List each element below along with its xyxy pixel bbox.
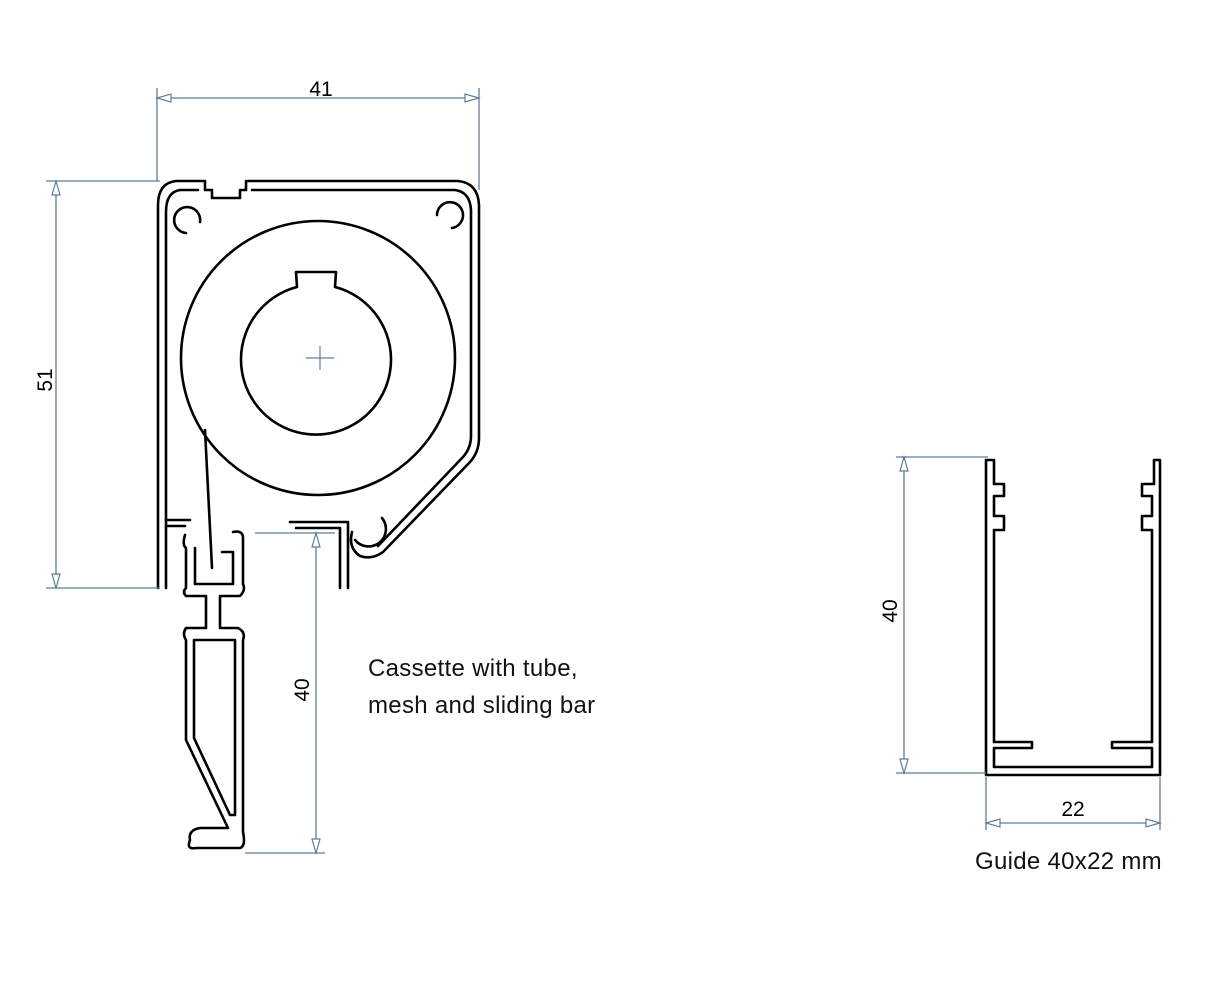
center-crosshair [306, 346, 334, 370]
dim-label-40-guide: 40 [879, 599, 902, 622]
cassette-caption-line2: mesh and sliding bar [368, 692, 596, 719]
dim-label-51: 51 [34, 368, 57, 391]
dimension-guide-height-40: 40 [879, 454, 988, 776]
guide-profile [984, 458, 1162, 777]
cassette-caption: Cassette with tube, mesh and sliding bar [368, 650, 595, 724]
dimension-height-51: 51 [34, 178, 160, 591]
screw-channel-left [172, 205, 202, 235]
tube-inner-keyed-circle [239, 270, 393, 436]
screw-channel-right [435, 200, 465, 230]
dim-label-22: 22 [1061, 798, 1084, 821]
cassette-caption-line1: Cassette with tube, [368, 655, 578, 682]
dim-label-41: 41 [309, 78, 332, 101]
dimension-bar-40: 40 [245, 530, 335, 856]
guide-caption: Guide 40x22 mm [975, 848, 1162, 875]
dimension-width-41: 41 [154, 78, 482, 190]
cassette-profile [156, 179, 481, 850]
sliding-bar-profile [182, 530, 246, 850]
dim-label-40-cassette: 40 [291, 678, 314, 701]
tube-outer-circle [179, 219, 457, 497]
dimension-guide-width-22: 22 [983, 777, 1163, 830]
mesh-line [203, 428, 214, 570]
